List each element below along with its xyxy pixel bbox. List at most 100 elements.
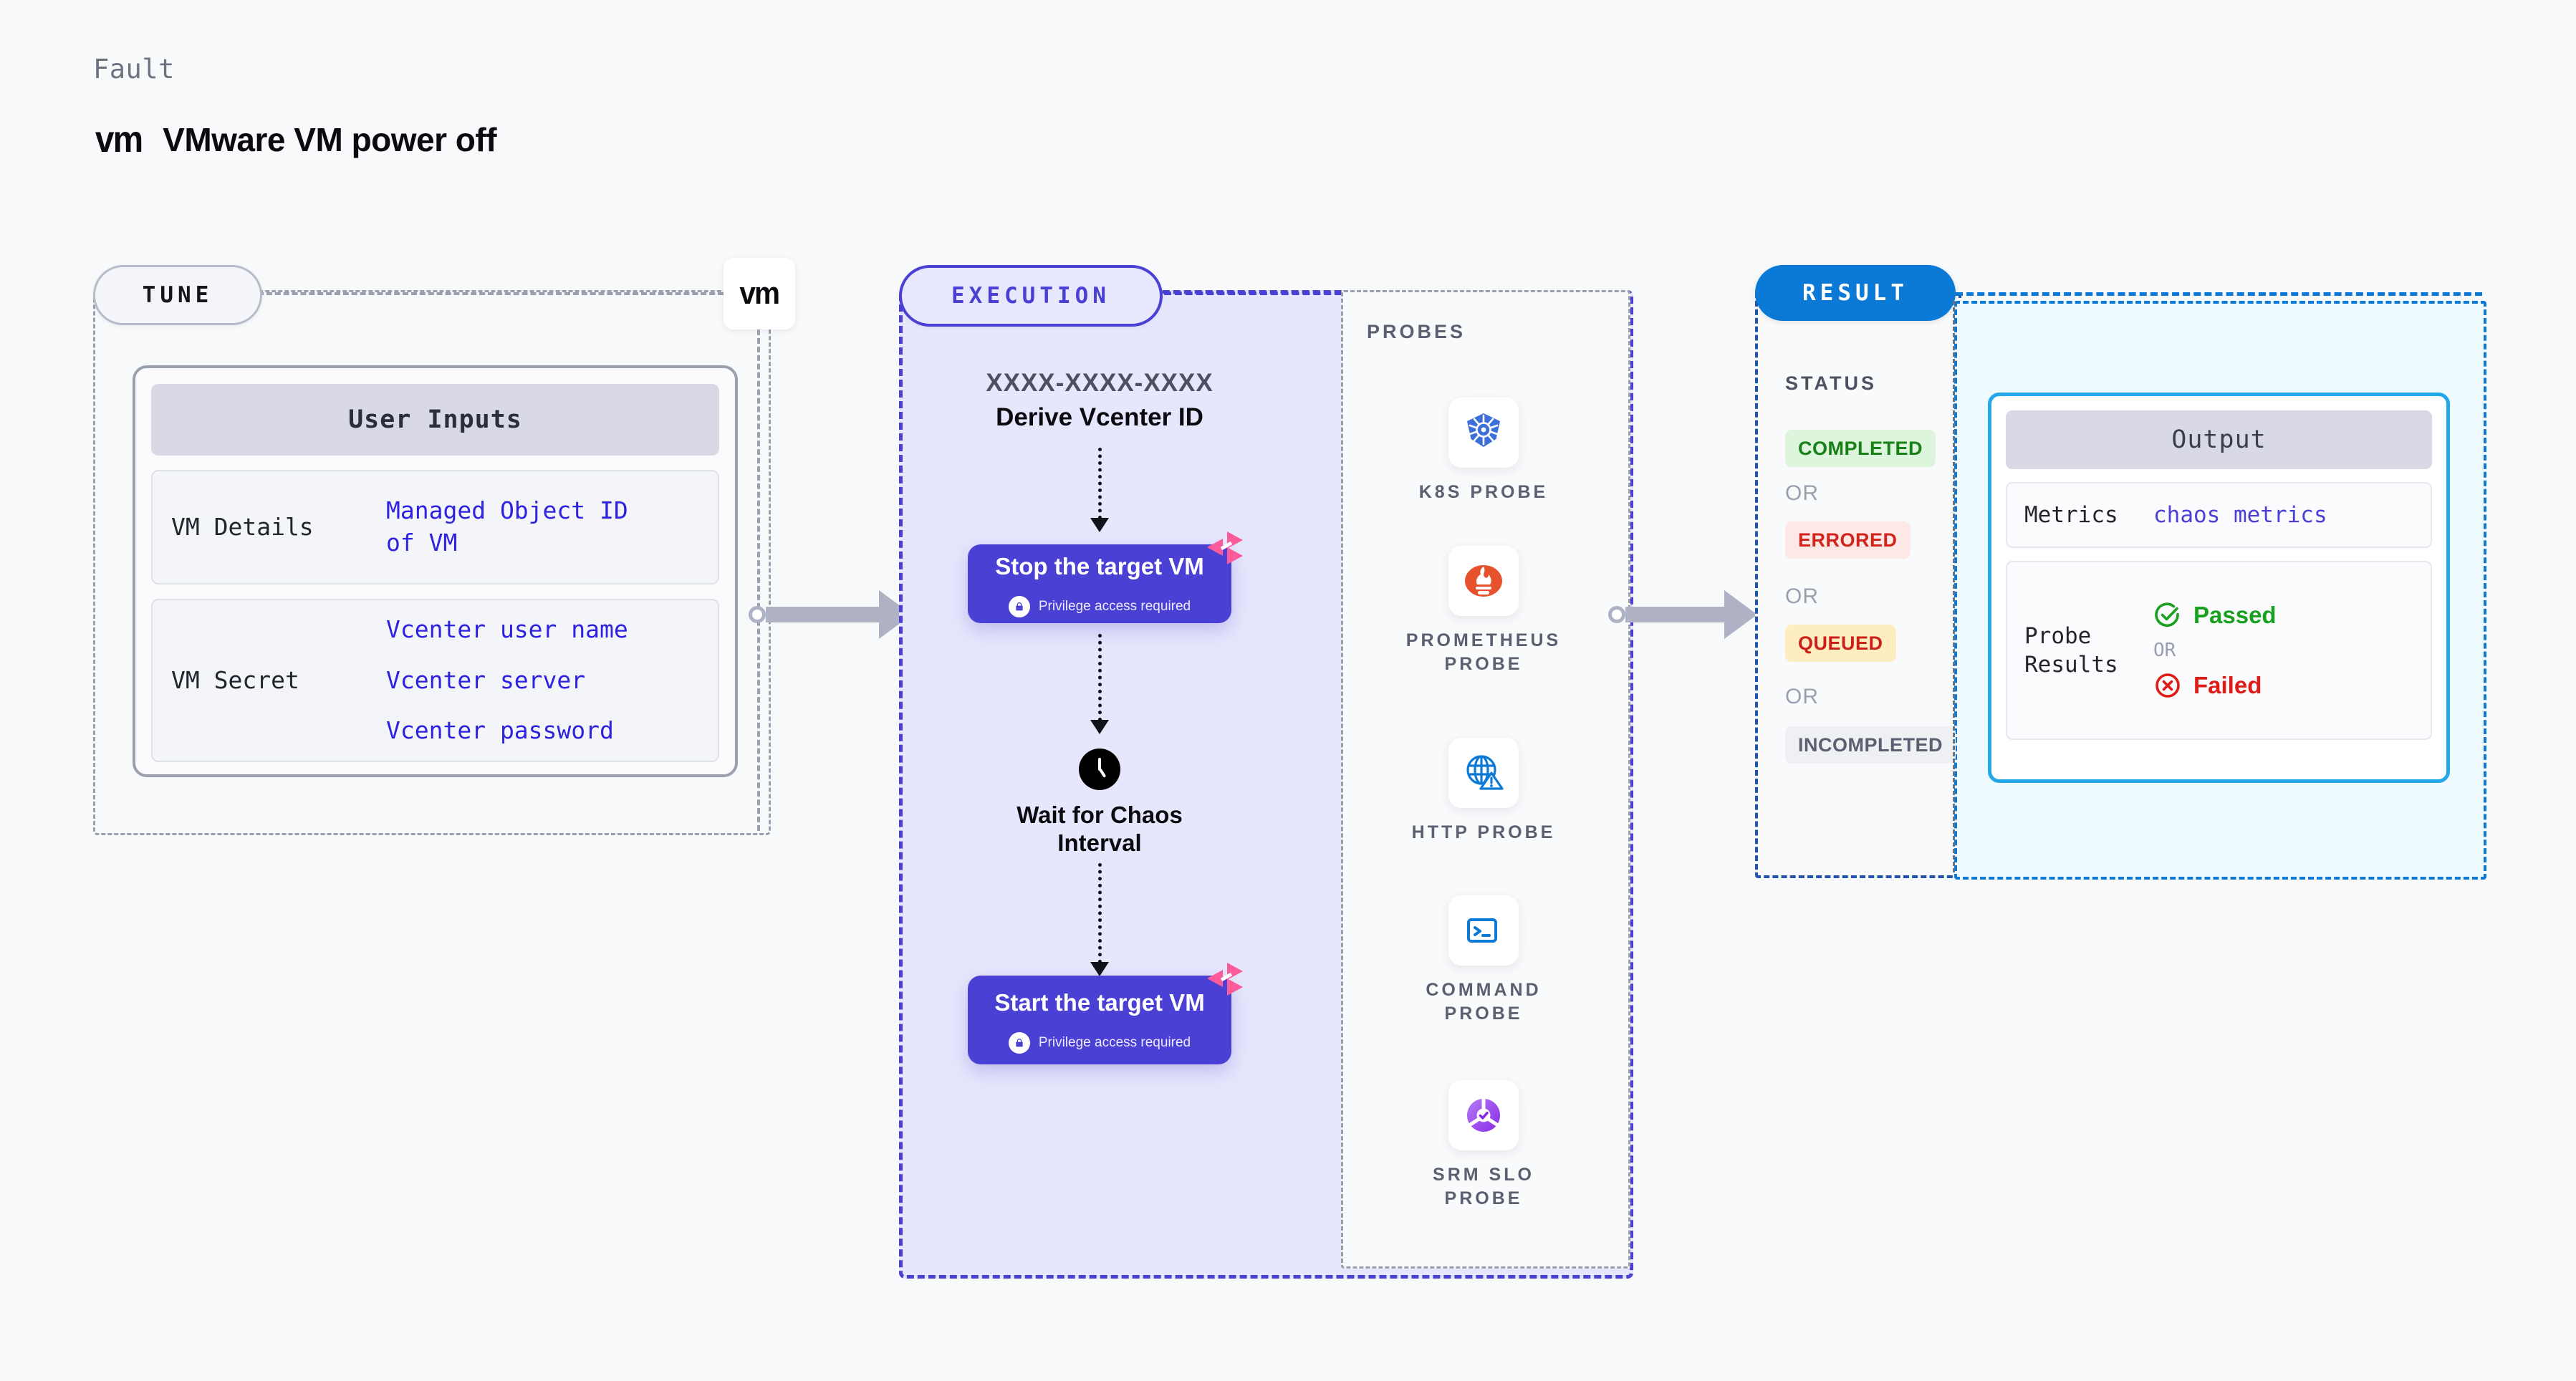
srm-slo-icon bbox=[1448, 1080, 1519, 1150]
result-status-title: STATUS bbox=[1785, 372, 1877, 394]
row-value: Vcenter password bbox=[386, 716, 614, 745]
probe-label-line1: COMMAND bbox=[1426, 980, 1542, 1000]
stage-pill-result[interactable]: RESULT bbox=[1755, 265, 1956, 321]
user-inputs-card: User Inputs VM Details Managed Object ID… bbox=[133, 365, 738, 777]
status-badge-errored: ERRORED bbox=[1785, 521, 1911, 559]
execution-step-start-vm[interactable]: Start the target VM Privilege access req… bbox=[968, 963, 1243, 1064]
connector-dot bbox=[1608, 606, 1625, 623]
chaos-id-caption: Derive Vcenter ID bbox=[996, 403, 1203, 431]
tune-leader-line bbox=[258, 292, 724, 295]
row-label: VM Secret bbox=[171, 665, 299, 694]
or-label: OR bbox=[1785, 481, 1819, 505]
stage-pill-execution[interactable]: EXECUTION bbox=[899, 265, 1163, 327]
probe-label-line2: PROBE bbox=[1444, 1003, 1523, 1024]
probe-prometheus[interactable]: PROMETHEUS PROBE bbox=[1341, 546, 1626, 675]
chaos-id-text: XXXX-XXXX-XXXX bbox=[986, 369, 1213, 397]
step-note-row: Privilege access required bbox=[1008, 1032, 1191, 1054]
step-title-line2: Interval bbox=[1057, 829, 1142, 856]
clock-icon bbox=[1079, 749, 1120, 790]
fault-marker-icon bbox=[1203, 526, 1247, 570]
or-label: OR bbox=[1785, 584, 1819, 608]
page-title: VMware VM power off bbox=[163, 121, 497, 158]
step-note: Privilege access required bbox=[1038, 599, 1191, 614]
or-label: OR bbox=[1785, 685, 1819, 708]
connector-arrowhead bbox=[1724, 590, 1757, 639]
tune-vmware-badge: vm bbox=[724, 258, 795, 329]
output-card: Output Metrics chaos metrics Probe Resul… bbox=[1988, 393, 2450, 783]
execution-step-stop-vm[interactable]: Stop the target VM Privilege access requ… bbox=[968, 531, 1243, 623]
arrow-line bbox=[1097, 448, 1102, 519]
probe-label: PROMETHEUS PROBE bbox=[1406, 629, 1561, 675]
row-values: Managed Object ID of VM bbox=[386, 495, 628, 559]
tune-region-right-dashed-edge bbox=[757, 329, 760, 831]
step-note: Privilege access required bbox=[1038, 1035, 1191, 1050]
tune-row-vm-secret: VM Secret Vcenter user name Vcenter serv… bbox=[151, 599, 719, 762]
user-inputs-title: User Inputs bbox=[151, 384, 719, 456]
fault-marker-icon bbox=[1203, 957, 1247, 1001]
probe-label: K8S PROBE bbox=[1418, 482, 1549, 502]
connector-dot bbox=[749, 606, 766, 623]
connector-execution-to-result bbox=[1608, 590, 1772, 639]
probe-label: SRM SLO PROBE bbox=[1433, 1163, 1534, 1210]
probe-result-passed: Passed bbox=[2153, 601, 2277, 630]
status-badge-queued: QUEUED bbox=[1785, 625, 1896, 662]
probe-command[interactable]: COMMAND PROBE bbox=[1341, 895, 1626, 1025]
probe-srm-slo[interactable]: SRM SLO PROBE bbox=[1341, 1080, 1626, 1210]
output-label-line2: Results bbox=[2024, 652, 2118, 678]
lock-icon bbox=[1008, 1032, 1030, 1054]
step-title-line1: Wait for Chaos bbox=[1017, 802, 1183, 828]
prometheus-icon bbox=[1448, 546, 1519, 616]
x-circle-icon bbox=[2153, 671, 2182, 700]
result-region-right-dashed-edge bbox=[1953, 301, 1955, 872]
row-value: Managed Object ID bbox=[386, 496, 628, 525]
output-label: Metrics bbox=[2024, 501, 2118, 528]
probe-label-line1: SRM SLO bbox=[1433, 1165, 1534, 1185]
row-label: VM Details bbox=[171, 512, 314, 541]
http-globe-warning-icon bbox=[1448, 738, 1519, 808]
probe-k8s[interactable]: K8S PROBE bbox=[1341, 398, 1626, 504]
probe-label: HTTP PROBE bbox=[1411, 822, 1556, 842]
output-card-title: Output bbox=[2006, 410, 2432, 469]
result-leader-line bbox=[1956, 292, 2482, 296]
probe-result-failed: Failed bbox=[2153, 671, 2277, 700]
arrow-tip bbox=[1090, 720, 1109, 734]
step-note-row: Privilege access required bbox=[1008, 596, 1191, 617]
page-kicker: Fault bbox=[93, 54, 175, 85]
probe-http[interactable]: HTTP PROBE bbox=[1341, 738, 1626, 845]
execution-step-wait-interval: Wait for Chaos Interval bbox=[899, 749, 1300, 857]
row-value: of VM bbox=[386, 529, 458, 557]
connector-shaft bbox=[1625, 607, 1726, 622]
output-label: Probe Results bbox=[2024, 622, 2153, 680]
step-title: Start the target VM bbox=[994, 989, 1205, 1016]
arrow-line bbox=[1097, 634, 1102, 721]
lock-icon bbox=[1008, 596, 1030, 617]
probe-label-line1: PROMETHEUS bbox=[1405, 630, 1562, 650]
step-title: Wait for Chaos Interval bbox=[1017, 802, 1183, 857]
row-values: Vcenter user name Vcenter server Vcenter… bbox=[386, 614, 628, 747]
probes-title: PROBES bbox=[1367, 321, 1466, 342]
stage-pill-tune[interactable]: TUNE bbox=[93, 265, 262, 325]
tune-region bbox=[93, 290, 771, 835]
arrow-tip bbox=[1090, 518, 1109, 532]
probe-result-values: Passed OR Failed bbox=[2153, 601, 2277, 700]
result-region bbox=[1755, 292, 1961, 878]
status-badge-incompleted: INCOMPLETED bbox=[1785, 726, 1956, 764]
kubernetes-icon bbox=[1448, 398, 1519, 468]
connector-shaft bbox=[766, 607, 880, 622]
command-terminal-icon bbox=[1448, 895, 1519, 966]
probe-result-label: Failed bbox=[2193, 672, 2262, 698]
status-badge-completed: COMPLETED bbox=[1785, 430, 1936, 467]
probe-label-line2: PROBE bbox=[1444, 653, 1523, 674]
output-label-line1: Probe bbox=[2024, 622, 2092, 649]
arrow-tip bbox=[1090, 962, 1109, 976]
probe-label-line2: PROBE bbox=[1444, 1188, 1523, 1208]
arrow-line bbox=[1097, 863, 1102, 963]
output-value-link[interactable]: chaos metrics bbox=[2153, 502, 2327, 528]
probe-result-label: Passed bbox=[2193, 602, 2277, 628]
tune-row-vm-details: VM Details Managed Object ID of VM bbox=[151, 470, 719, 584]
probe-label: COMMAND PROBE bbox=[1426, 978, 1541, 1025]
step-title: Stop the target VM bbox=[995, 553, 1204, 579]
page-title-row: vm VMware VM power off bbox=[93, 118, 497, 161]
output-row-probe-results: Probe Results Passed OR bbox=[2006, 561, 2432, 740]
